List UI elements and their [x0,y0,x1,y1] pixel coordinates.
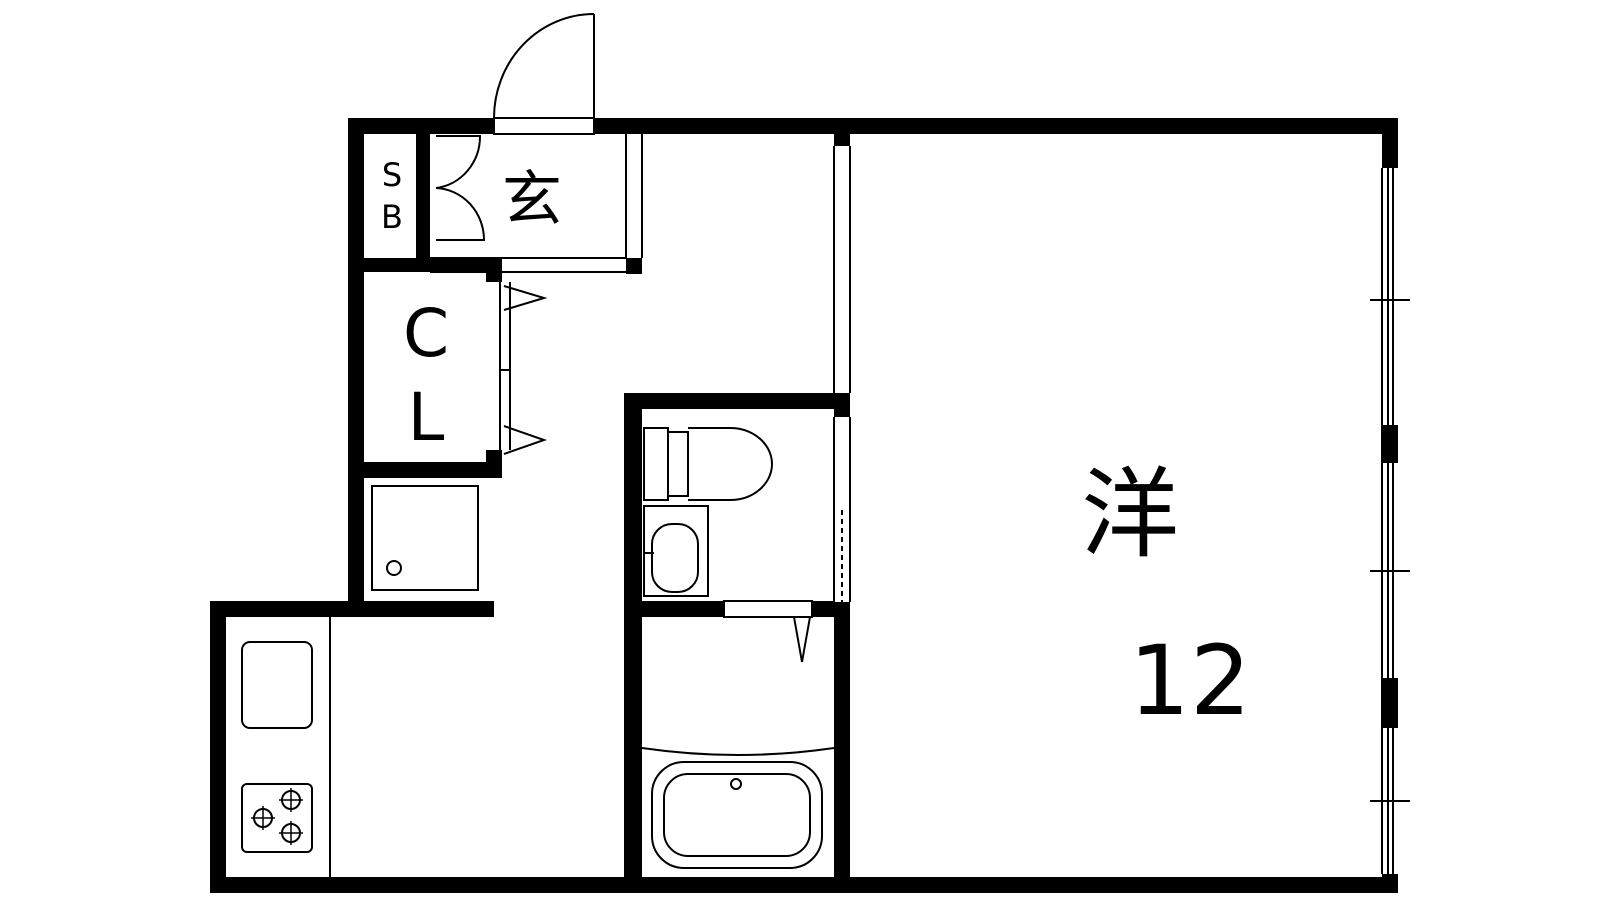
thin-lines [329,117,1410,877]
entry-door-icon [493,13,595,119]
closet-label-c: C [403,295,449,372]
window-icon [1370,168,1410,874]
stove-burner-icon [241,783,313,853]
washing-machine-pan-icon [371,485,479,591]
shoe-box-label-b: B [381,198,403,236]
shoe-box-label-s: S [382,156,402,194]
toilet-icon [643,427,773,501]
shoe-box-door-icon [435,135,486,241]
sink-icon [241,641,313,729]
bath-door-marker [793,616,811,663]
washbasin-icon [643,505,709,597]
bathtub-icon [641,747,835,869]
closet-door-icon [503,285,548,455]
western-room-label: 洋 [1081,458,1179,572]
entrance-label: 玄 [502,165,562,235]
closet-label-l: L [408,379,445,456]
room-size-label: 12 [1129,625,1251,737]
